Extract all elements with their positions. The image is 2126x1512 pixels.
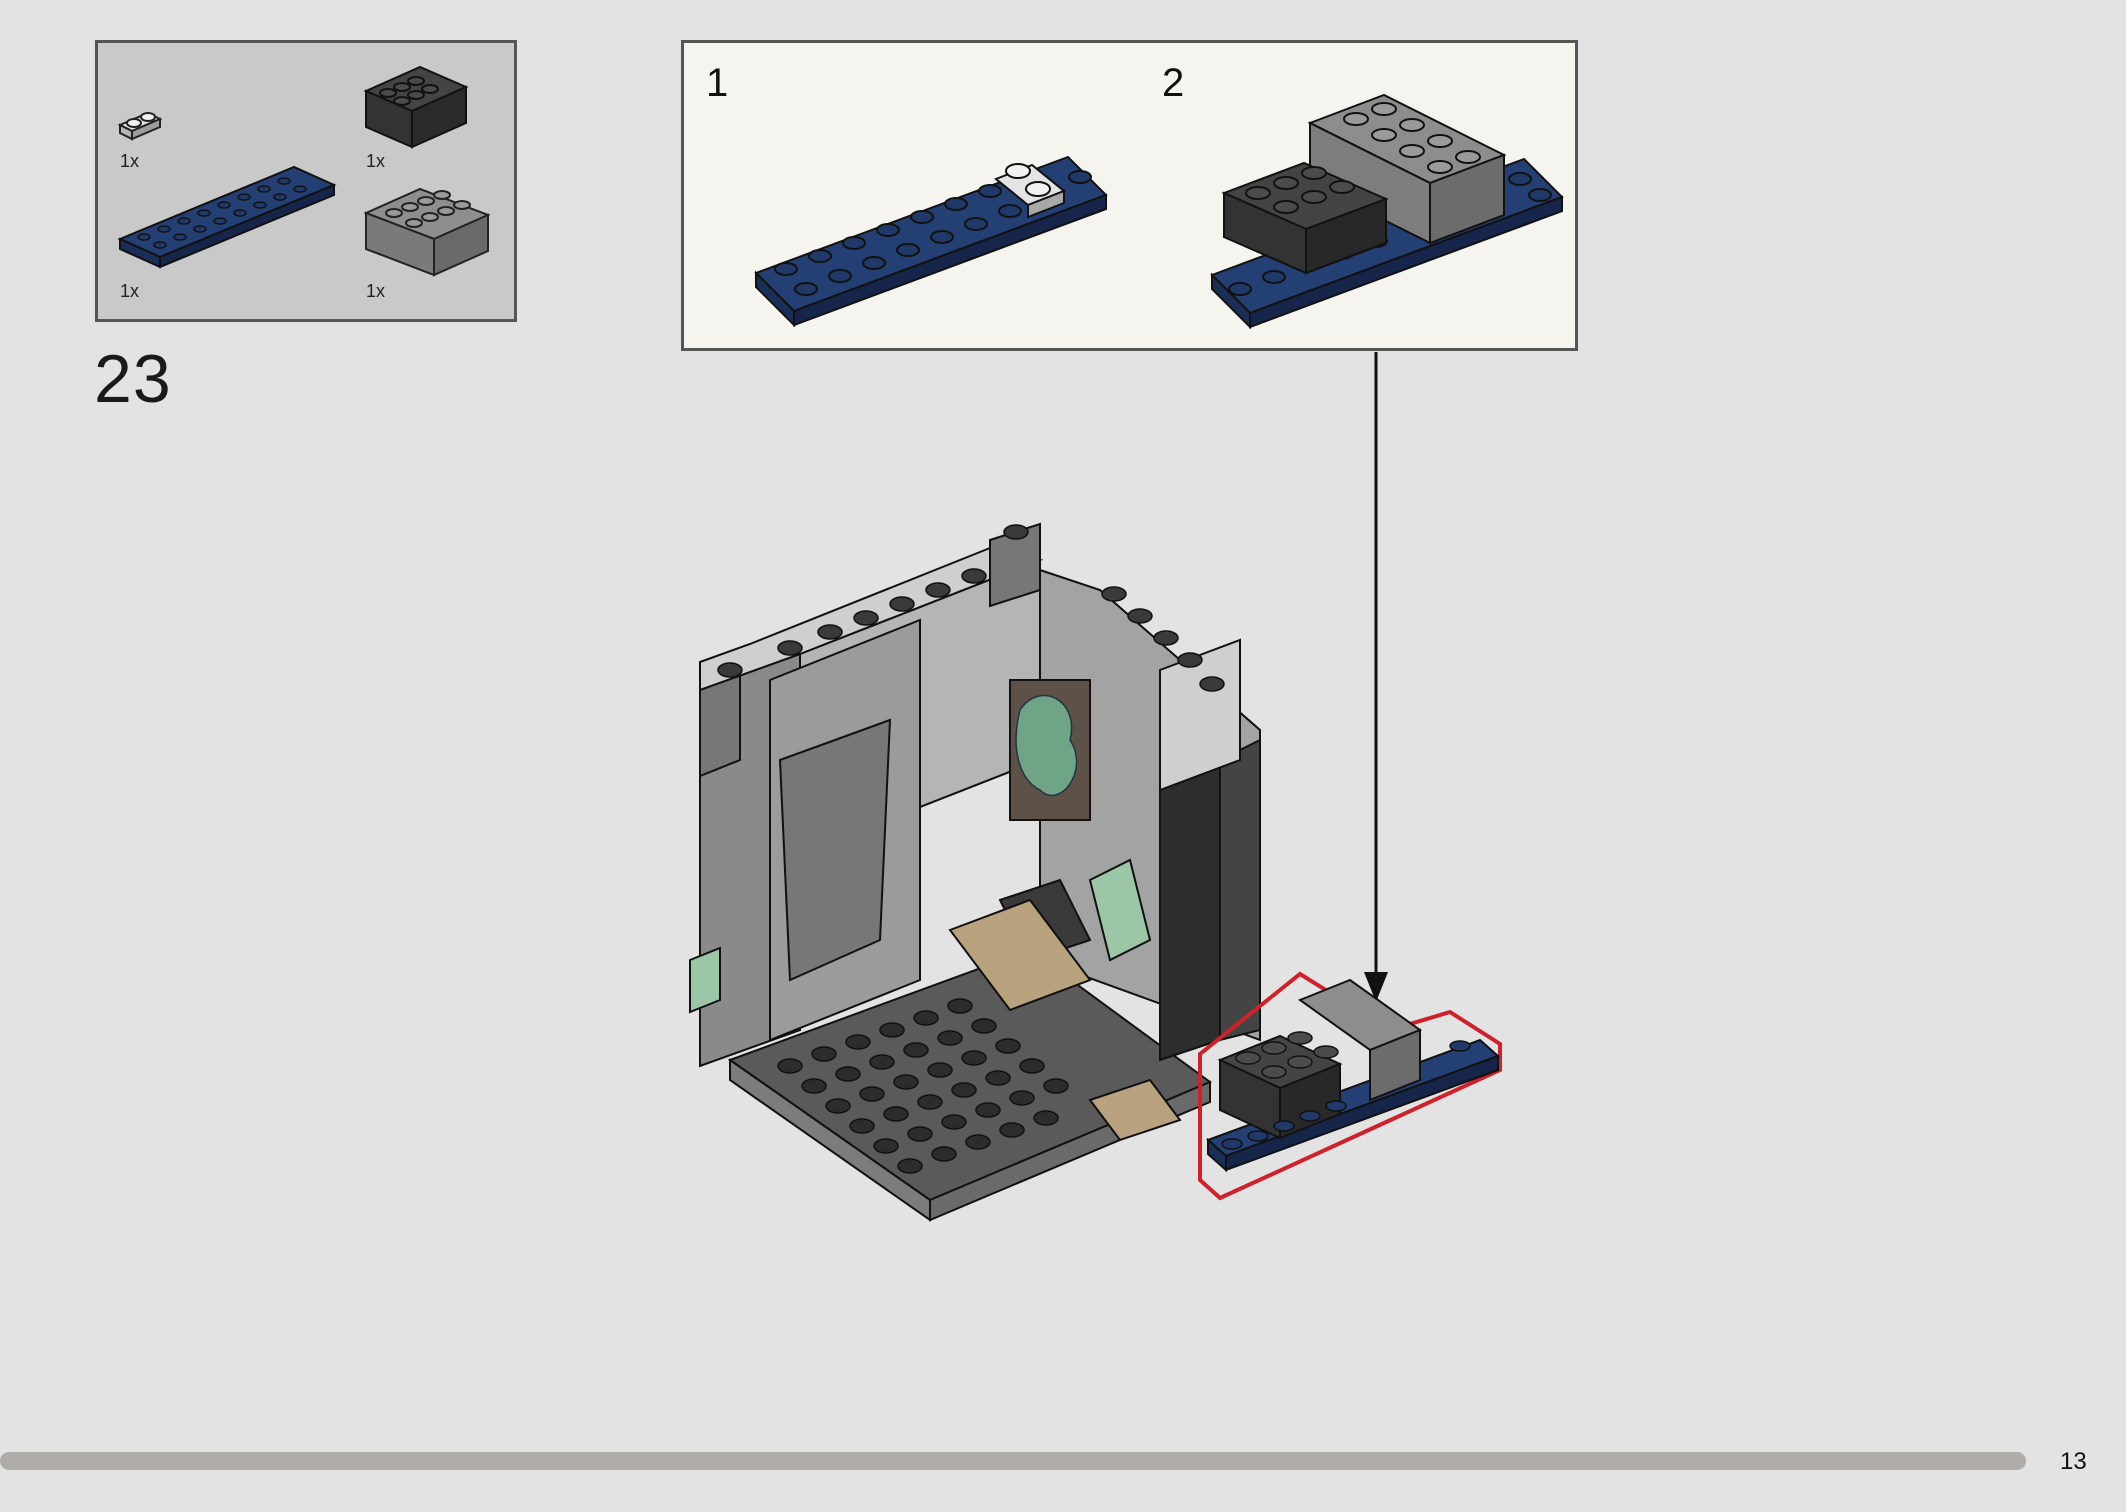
base-plate <box>727 948 1213 1222</box>
brick-2x4-dark-gray-icon <box>363 65 469 149</box>
plate-1x2-light-gray-icon <box>117 111 163 141</box>
parts-illustration <box>117 65 491 277</box>
part-qty-2: 1x <box>366 151 386 171</box>
placement-arrow <box>1364 352 1388 1002</box>
plant-decoration <box>1009 679 1091 821</box>
part-qty-4: 1x <box>366 281 386 301</box>
sub-assembly-box: 1 2 <box>681 40 1578 351</box>
step-number: 23 <box>94 341 172 417</box>
page-number: 13 <box>2060 1448 2087 1475</box>
substep-label-1: 1 <box>706 61 729 105</box>
substep-1-model <box>754 155 1108 328</box>
brick-2x4-medium-gray-icon <box>363 187 491 277</box>
parts-list-box: 1x 1x 1x 1x <box>95 40 517 322</box>
substep-label-2: 2 <box>1162 61 1185 105</box>
main-model-illustration <box>689 352 1502 1222</box>
substep-2-model <box>1210 93 1564 330</box>
part-qty-1: 1x <box>120 151 140 171</box>
substep-illustrations <box>754 93 1564 330</box>
left-wall <box>689 522 1044 1068</box>
seat-decoration <box>948 858 1152 1012</box>
right-wall <box>948 568 1261 1062</box>
part-qty-3: 1x <box>120 281 140 301</box>
progress-bar <box>0 1452 2026 1470</box>
plate-2x8-dark-blue-icon <box>117 165 337 269</box>
added-assembly-highlight <box>1198 971 1502 1201</box>
